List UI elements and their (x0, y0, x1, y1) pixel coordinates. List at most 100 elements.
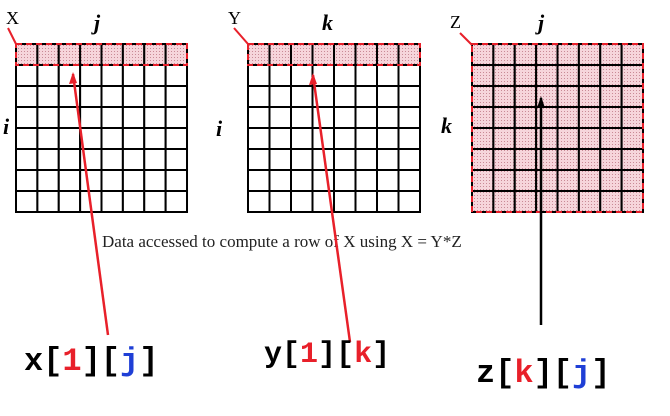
matrix-x-col-index-label: j (91, 10, 101, 35)
matrix-cell (121, 106, 146, 129)
code-z-close1: ] (534, 355, 553, 392)
matrix-cell (376, 106, 400, 129)
matrix-y-cells (247, 43, 421, 213)
matrix-cell (471, 190, 495, 213)
code-x-open1: [ (43, 343, 62, 380)
matrix-cell (164, 64, 189, 87)
matrix-highlight-outline (247, 43, 421, 66)
matrix-cell (333, 85, 357, 108)
matrix-cell (15, 148, 39, 171)
matrix-cell (513, 64, 538, 87)
matrix-z-row-index-label: k (441, 113, 452, 138)
matrix-cell (333, 148, 357, 171)
matrix-cell (397, 106, 421, 129)
matrix-cell (397, 127, 421, 150)
pointer-line-y-row (311, 74, 352, 343)
matrix-cell (268, 64, 292, 87)
matrix-y-row-index-label: i (216, 116, 223, 141)
diagram-caption: Data accessed to compute a row of X usin… (102, 232, 462, 251)
matrix-highlight-outline (15, 43, 188, 66)
matrix-cell (247, 43, 271, 66)
matrix-cell (247, 169, 271, 192)
matrix-cell (164, 127, 189, 150)
matrix-cell (164, 190, 189, 213)
pointer-arrowhead-x (69, 72, 77, 84)
matrix-cell (354, 106, 378, 129)
matrix-highlight-outline (471, 43, 644, 213)
matrix-cell (100, 64, 124, 87)
matrix-cell (57, 169, 82, 192)
code-x-array: x (24, 343, 43, 380)
matrix-cell (333, 127, 357, 150)
matrix-y-col-index-label: k (322, 10, 333, 35)
matrix-cell (620, 148, 645, 171)
matrix-y-corner-pointer (233, 27, 249, 45)
matrix-cell (36, 43, 60, 66)
matrix-cell (143, 169, 167, 192)
matrix-cell (15, 190, 39, 213)
matrix-cell (354, 148, 378, 171)
matrix-cell (290, 106, 314, 129)
matrix-cell (15, 127, 39, 150)
matrix-cell (535, 190, 559, 213)
matrix-cell (311, 106, 335, 129)
matrix-cell (268, 148, 292, 171)
matrix-cell (397, 64, 421, 87)
matrix-x-corner-pointer (7, 27, 17, 45)
matrix-cell (471, 85, 495, 108)
matrix-cell (492, 190, 516, 213)
matrix-cell (471, 43, 495, 66)
matrix-cell (164, 43, 189, 66)
matrix-cell (376, 43, 400, 66)
code-z-open2: [ (553, 355, 572, 392)
matrix-cell (143, 106, 167, 129)
matrix-cell (121, 43, 146, 66)
matrix-cell (268, 169, 292, 192)
matrix-cell (15, 106, 39, 129)
matrix-cell (535, 148, 559, 171)
matrix-cell (535, 43, 559, 66)
matrix-cell (599, 148, 623, 171)
matrix-cell (164, 148, 189, 171)
matrix-cell (599, 85, 623, 108)
matrix-x-row-index-label: i (3, 114, 10, 139)
matrix-cell (354, 127, 378, 150)
matrix-cell (121, 64, 146, 87)
matrix-cell (36, 127, 60, 150)
matrix-z-col-index-label: j (535, 10, 545, 35)
matrix-cell (143, 127, 167, 150)
matrix-cell (268, 85, 292, 108)
matrix-cell (577, 127, 602, 150)
matrix-cell (143, 85, 167, 108)
matrix-cell (599, 127, 623, 150)
matrix-cell (100, 106, 124, 129)
matrix-cell (492, 106, 516, 129)
matrix-cell (397, 85, 421, 108)
matrix-cell (620, 190, 645, 213)
matrix-cell (290, 169, 314, 192)
matrix-cell (599, 64, 623, 87)
matrix-cell (471, 148, 495, 171)
matrix-cell (290, 127, 314, 150)
code-label-z: z[k][j] (476, 355, 610, 392)
matrix-cell (290, 64, 314, 87)
matrix-cell (36, 148, 60, 171)
matrix-cell (164, 106, 189, 129)
matrix-cell (599, 190, 623, 213)
matrix-cell (79, 106, 103, 129)
matrix-z: Z j k (441, 10, 645, 213)
matrix-cell (57, 43, 82, 66)
matrix-cell (354, 85, 378, 108)
code-label-y: y[1][k] (264, 338, 390, 372)
matrix-cell (376, 127, 400, 150)
matrix-cell (577, 64, 602, 87)
pointer-arrowhead-y (309, 73, 317, 85)
matrix-cell (290, 85, 314, 108)
matrix-cell (492, 64, 516, 87)
matrix-cell (397, 148, 421, 171)
pointer-line-x-row (71, 73, 110, 336)
matrix-cell (376, 148, 400, 171)
matrix-cell (513, 85, 538, 108)
matrix-cell (121, 169, 146, 192)
matrix-cell (376, 169, 400, 192)
